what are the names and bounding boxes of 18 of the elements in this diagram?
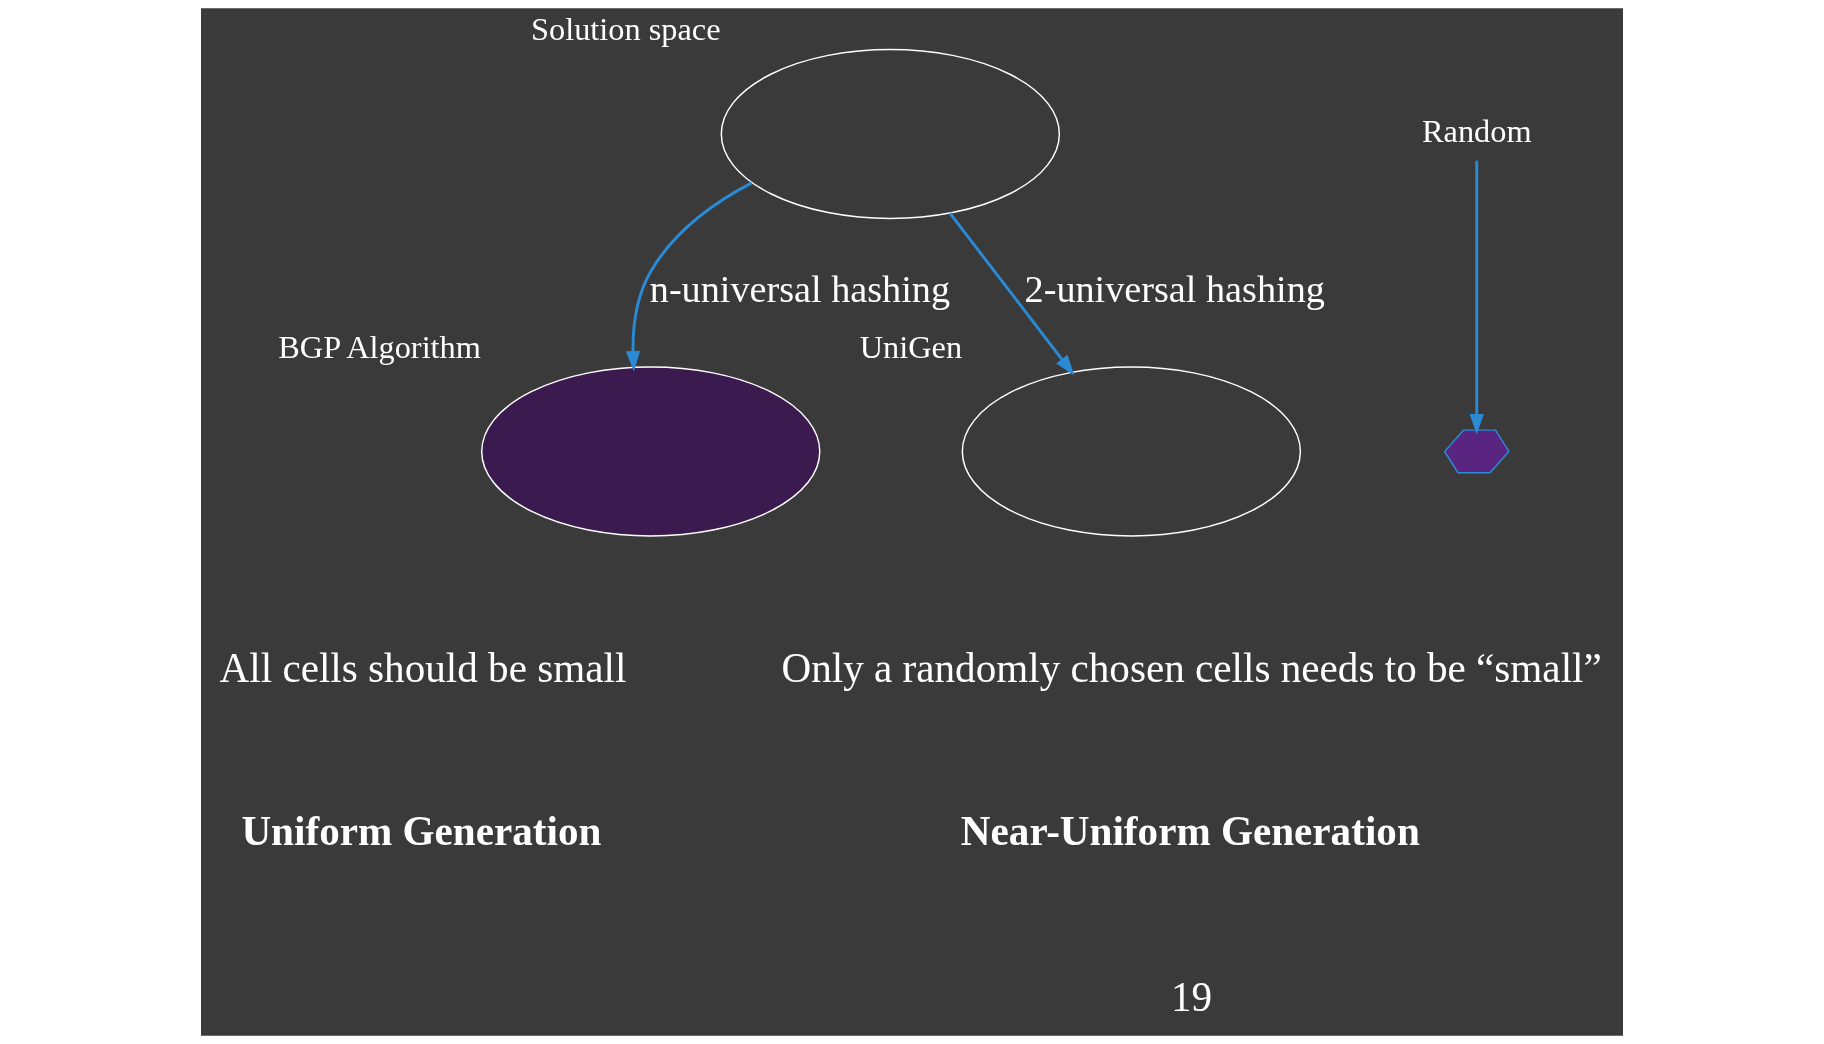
node-ellipse bbox=[720, 48, 1061, 220]
node-label: BGP Algorithm bbox=[278, 328, 481, 365]
node-ellipse bbox=[481, 366, 821, 537]
label: Uniform Generation bbox=[241, 808, 602, 855]
label: 19 bbox=[1171, 974, 1213, 1021]
label: Near-Uniform Generation bbox=[960, 808, 1420, 855]
node-label: Solution space bbox=[531, 11, 721, 48]
node-label: UniGen bbox=[859, 328, 963, 365]
node-text: Random bbox=[1421, 113, 1532, 150]
arrow bbox=[625, 181, 753, 372]
arrow bbox=[1469, 160, 1484, 435]
edge-label: 2-universal hashing bbox=[1024, 267, 1325, 310]
label: All cells should be small bbox=[219, 645, 627, 692]
edge-label: n-universal hashing bbox=[649, 267, 951, 310]
arrow bbox=[948, 212, 1075, 376]
label: Only a randomly chosen cells needs to be “small” bbox=[781, 645, 1602, 692]
node-polygon bbox=[1443, 429, 1510, 474]
node-ellipse bbox=[961, 366, 1302, 537]
